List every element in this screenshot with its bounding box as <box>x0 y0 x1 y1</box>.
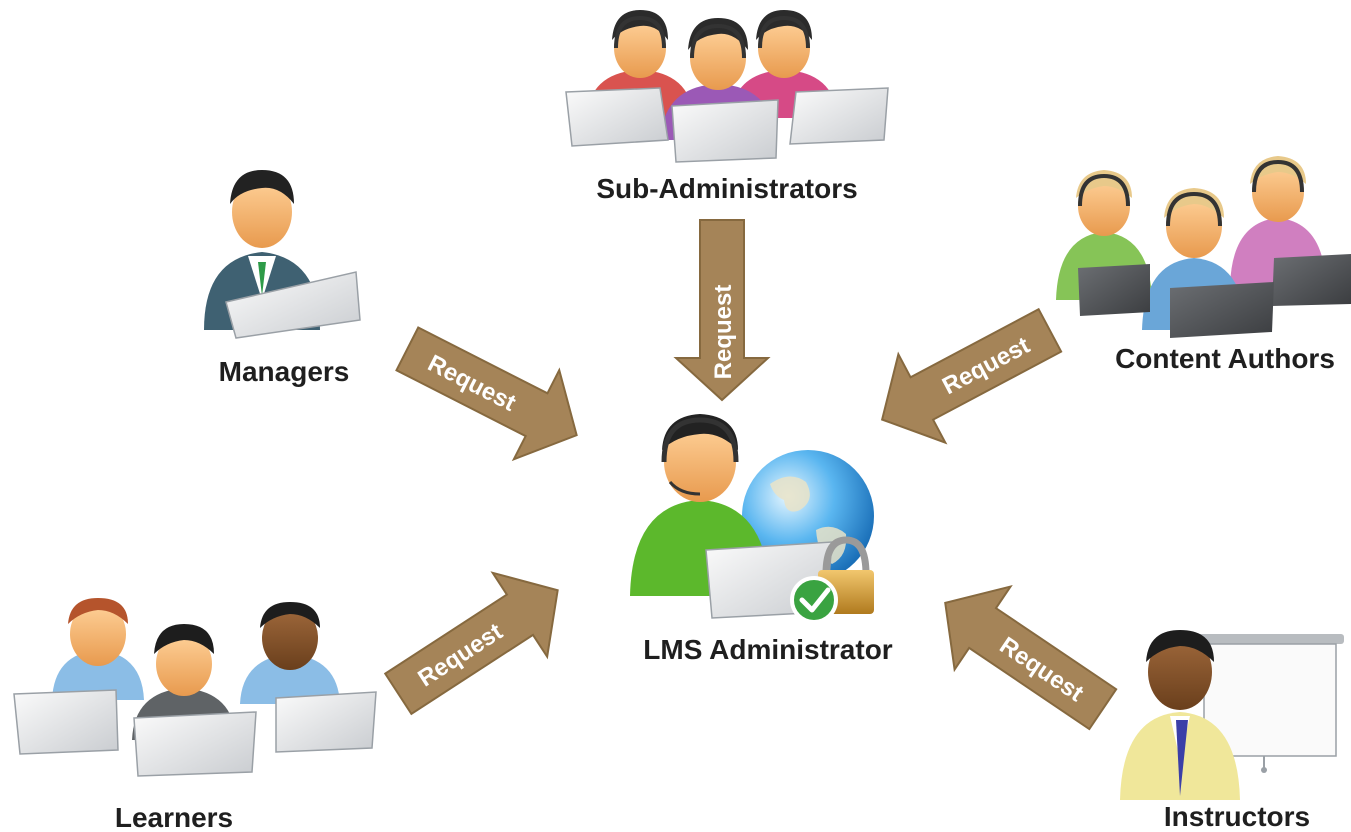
manager-icon <box>204 170 361 339</box>
instructor-icon <box>1120 630 1344 800</box>
request-arrow-content-authors: Request <box>880 307 1063 445</box>
sub-administrators-label: Sub-Administrators <box>596 173 857 204</box>
presentation-screen-icon <box>1196 634 1344 644</box>
content-authors-label: Content Authors <box>1115 343 1335 374</box>
lms-administrator-label: LMS Administrator <box>643 634 893 665</box>
learners-label: Learners <box>115 802 233 832</box>
instructors-label: Instructors <box>1164 801 1310 832</box>
request-arrow-instructors: Request <box>944 584 1118 731</box>
request-label-top: Request <box>710 285 737 380</box>
lms-administrator-icon <box>630 414 874 624</box>
learners-group-icon <box>13 598 377 777</box>
padlock-icon <box>822 536 870 575</box>
request-arrow-managers: Request <box>395 326 578 462</box>
checkmark-badge-icon <box>790 576 838 624</box>
request-arrow-sub-administrators: Request <box>673 219 771 402</box>
content-authors-group-icon <box>1056 156 1351 338</box>
request-arrow-learners: Request <box>383 571 559 716</box>
managers-label: Managers <box>219 356 350 387</box>
sub-administrators-group-icon <box>565 10 889 163</box>
